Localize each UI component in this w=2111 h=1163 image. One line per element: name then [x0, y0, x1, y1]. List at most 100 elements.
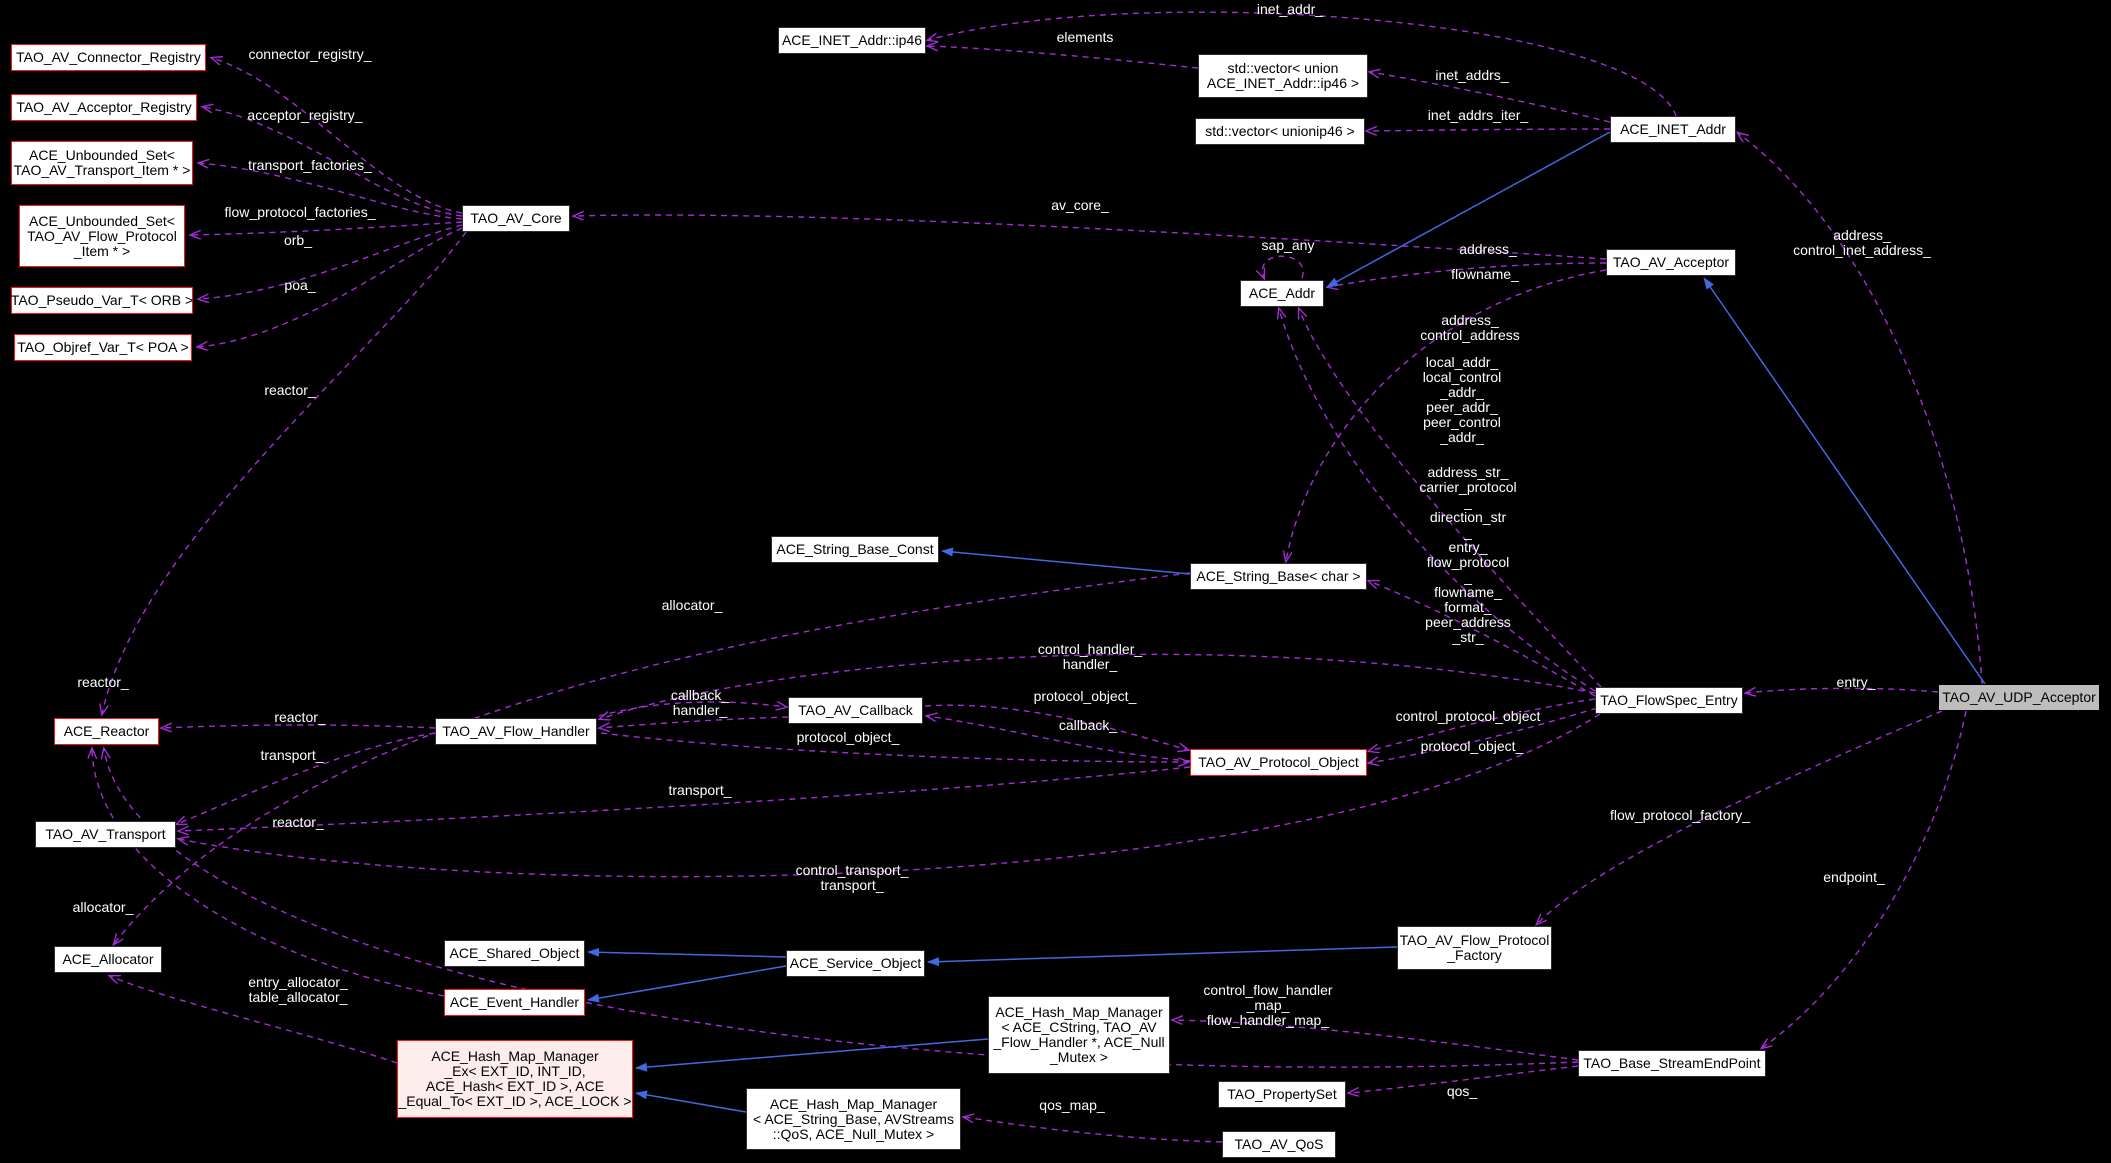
edge-service-shared [587, 947, 787, 958]
edge-callback-handler [600, 716, 789, 728]
class-node-ace-inet-addr[interactable]: ACE_INET_Addr [1610, 116, 1736, 143]
edge-label-28: reactor_ [77, 674, 129, 690]
edge-core-connector-registry [212, 58, 463, 214]
edge-core-transport-factories [199, 163, 463, 220]
edge-udp-endpoint [1762, 710, 1967, 1048]
edge-flowhandler-transport [177, 732, 436, 824]
class-node-event-handler[interactable]: ACE_Event_Handler [444, 989, 585, 1016]
edge-flowspec-strings [1369, 581, 1596, 697]
edge-acceptor-flowname [1286, 269, 1607, 561]
class-node-vector-union-ip46[interactable]: std::vector< union ACE_INET_Addr::ip46 > [1198, 54, 1368, 98]
edge-service-eventhandler [587, 965, 787, 1003]
edge-inetaddr-aceaddr [1326, 131, 1611, 288]
edge-core-poa [198, 227, 463, 347]
edge-label-31: transport_ [668, 782, 732, 798]
class-node-base-streamendpoint[interactable]: TAO_Base_StreamEndPoint [1578, 1050, 1766, 1077]
class-node-hash-map-ex[interactable]: ACE_Hash_Map_Manager _Ex< EXT_ID, INT_ID… [397, 1040, 633, 1118]
edge-flowspec-transports [179, 713, 1601, 878]
class-node-ace-reactor[interactable]: ACE_Reactor [54, 718, 159, 745]
edge-udp-inet-addresses [1738, 133, 1983, 685]
association-edges [92, 11, 1983, 1143]
edge-label-4: orb_ [283, 232, 313, 248]
edge-label-23: protocol_object_ [796, 729, 900, 745]
class-node-service-object[interactable]: ACE_Service_Object [786, 950, 925, 977]
class-node-string-base-char[interactable]: ACE_String_Base< char > [1190, 563, 1367, 590]
edge-label-0: connector_registry_ [248, 46, 372, 62]
class-node-acceptor-registry[interactable]: TAO_AV_Acceptor_Registry [11, 94, 197, 121]
class-node-ace-allocator[interactable]: ACE_Allocator [54, 946, 162, 973]
edge-hashcstring-hashex [635, 1038, 989, 1072]
edge-label-25: protocol_object_ [1420, 738, 1524, 754]
inheritance-edges [587, 131, 1986, 1113]
edge-label-22: callback_ handler_ [670, 687, 730, 718]
edge-flowhandler-reactor [162, 725, 436, 728]
class-node-pseudo-var-orb[interactable]: TAO_Pseudo_Var_T< ORB > [11, 287, 193, 314]
edge-string-allocator [114, 572, 1191, 944]
edge-addr-sap-any [1262, 255, 1304, 278]
edge-label-29: reactor_ [274, 709, 326, 725]
edge-label-7: inet_addr_ [1256, 1, 1324, 17]
edge-label-38: control_flow_handler _map_ flow_handler_… [1203, 982, 1333, 1028]
edge-label-8: elements [1056, 29, 1114, 45]
class-node-av-transport[interactable]: TAO_AV_Transport [35, 821, 176, 848]
edge-label-30: transport_ [260, 747, 324, 763]
edge-udp-acceptor-inherit [1703, 277, 1986, 685]
edge-label-2: transport_factories_ [248, 157, 372, 173]
edge-label-27: allocator_ [661, 597, 723, 613]
class-node-ace-addr[interactable]: ACE_Addr [1240, 280, 1324, 307]
edge-label-40: qos_ [1446, 1083, 1478, 1099]
edge-hashstring-hashex [635, 1090, 747, 1113]
edge-flowspec-control-protocol-object [1369, 698, 1596, 751]
class-node-inet-addr-ip46[interactable]: ACE_INET_Addr::ip46 [778, 27, 926, 54]
edge-inetaddr-inet-addrs-iter [1367, 129, 1611, 131]
class-node-shared-object[interactable]: ACE_Shared_Object [444, 940, 585, 967]
edge-flowspec-local-addrs [1279, 309, 1596, 692]
edge-label-36: allocator_ [72, 899, 134, 915]
edge-label-39: qos_map_ [1039, 1097, 1105, 1113]
class-node-string-base-const[interactable]: ACE_String_Base_Const [771, 536, 939, 563]
class-node-udp-acceptor[interactable]: TAO_AV_UDP_Acceptor [1938, 684, 2100, 711]
edge-inetaddr-inet-addrs [1370, 72, 1611, 123]
class-node-av-callback[interactable]: TAO_AV_Callback [788, 697, 923, 724]
class-node-tao-av-acceptor[interactable]: TAO_AV_Acceptor [1606, 249, 1736, 276]
edge-label-11: av_core_ [1051, 197, 1109, 213]
edge-stringchar-stringconst [941, 547, 1191, 575]
edge-label-35: control_transport_ transport_ [795, 862, 909, 893]
edge-label-5: poa_ [284, 277, 316, 293]
edge-label-1: acceptor_registry_ [247, 107, 363, 123]
class-node-connector-registry[interactable]: TAO_AV_Connector_Registry [11, 44, 206, 71]
edge-endpoint-qos [1349, 1065, 1579, 1093]
edge-factory-service [927, 946, 1398, 967]
edge-label-21: callback_ [1058, 717, 1118, 733]
class-node-av-core[interactable]: TAO_AV_Core [462, 205, 570, 232]
class-node-unbounded-set-flow[interactable]: ACE_Unbounded_Set< TAO_AV_Flow_Protocol … [19, 205, 185, 267]
edge-qos-qos-map [964, 1117, 1223, 1143]
class-node-property-set[interactable]: TAO_PropertySet [1218, 1081, 1346, 1108]
edge-acceptor-av-core [574, 215, 1607, 260]
edge-label-18: address_str_ carrier_protocol _ directio… [1419, 464, 1517, 645]
edge-label-15: address_ control_inet_address_ [1793, 227, 1931, 258]
edge-callback-protocol-object [924, 704, 1188, 750]
class-node-vector-unionip46[interactable]: std::vector< unionip46 > [1195, 118, 1365, 145]
edge-label-6: reactor_ [264, 382, 316, 398]
edge-label-37: entry_allocator_ table_allocator_ [248, 974, 348, 1005]
class-node-tao-av-qos[interactable]: TAO_AV_QoS [1222, 1131, 1336, 1158]
edge-endpoint-reactor [104, 749, 1579, 1068]
class-node-hash-map-cstring[interactable]: ACE_Hash_Map_Manager < ACE_CString, TAO_… [988, 996, 1170, 1074]
class-node-unbounded-set-transport[interactable]: ACE_Unbounded_Set< TAO_AV_Transport_Item… [11, 141, 193, 185]
edge-label-12: sap_any [1261, 237, 1315, 253]
class-node-objref-var-poa[interactable]: TAO_Objref_Var_T< POA > [14, 334, 192, 361]
edge-protocol-object-callback [927, 716, 1191, 762]
edge-flowspec-protocol-object [1369, 707, 1598, 763]
class-node-flow-handler[interactable]: TAO_AV_Flow_Handler [435, 718, 597, 745]
class-node-protocol-object[interactable]: TAO_AV_Protocol_Object [1190, 749, 1367, 776]
edge-label-16: address_ control_address [1420, 312, 1520, 343]
class-node-flowspec-entry[interactable]: TAO_FlowSpec_Entry [1595, 687, 1743, 714]
edge-label-17: local_addr_ local_control _addr_ peer_ad… [1422, 354, 1502, 445]
edge-core-flow-protocol-factories [191, 221, 463, 235]
class-node-flow-protocol-factory[interactable]: TAO_AV_Flow_Protocol _Factory [1397, 926, 1552, 970]
edge-inetaddr-ip46 [928, 11, 1677, 117]
class-node-hash-map-stringbase[interactable]: ACE_Hash_Map_Manager < ACE_String_Base, … [746, 1088, 961, 1150]
